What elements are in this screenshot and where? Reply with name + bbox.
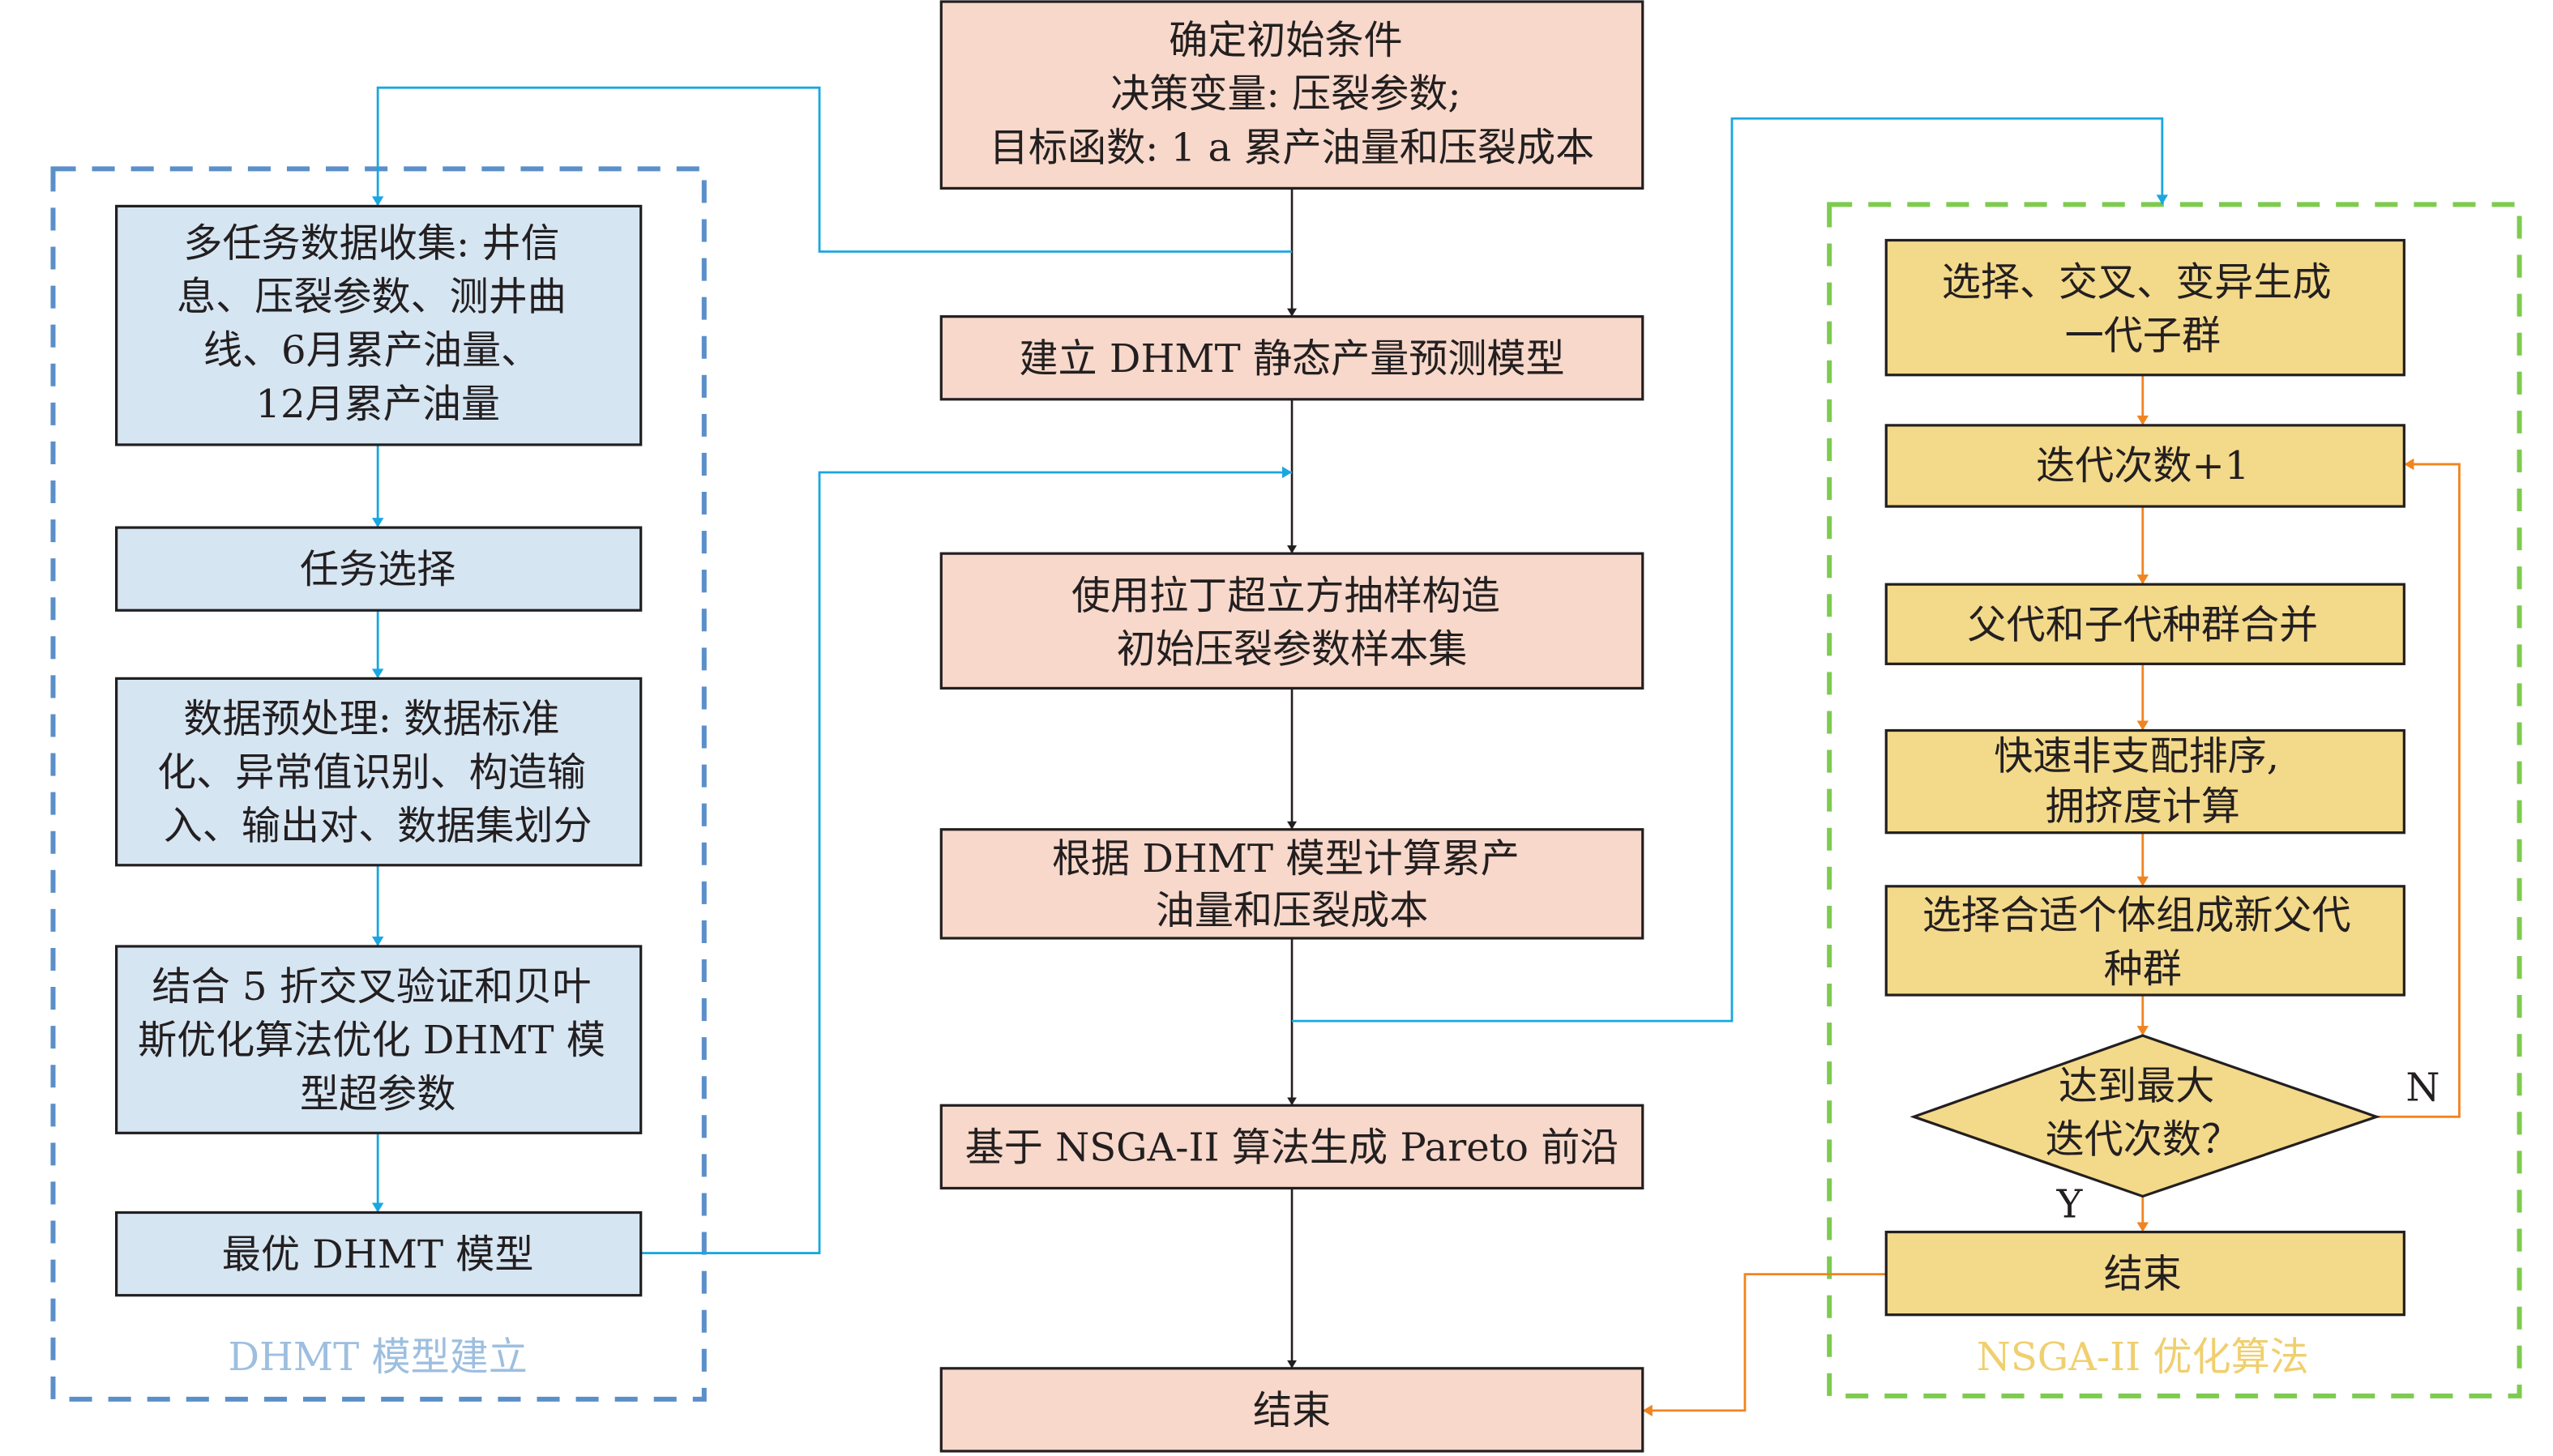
decision-yes-label: Y <box>2056 1182 2084 1228</box>
svg-text:建立 DHMT 静态产量预测模型: 建立 DHMT 静态产量预测模型 <box>1019 336 1564 382</box>
step-build-dhmt-model: 建立 DHMT 静态产量预测模型 <box>939 315 1644 401</box>
text-line: 结束 <box>2104 1252 2182 1297</box>
text-line: 迭代次数？ <box>2046 1117 2240 1162</box>
text-line: 目标函数: 1 a 累产油量和压裂成本 <box>990 125 1594 170</box>
svg-text:父代和子代种群合并: 父代和子代种群合并 <box>1967 602 2318 647</box>
left-step-task-selection: 任务选择 <box>115 526 643 612</box>
text-line: 结合 5 折交叉验证和贝叶 <box>152 964 592 1010</box>
text-line: 化、异常值识别、构造输 <box>157 750 586 796</box>
text-line: 多任务数据收集: 井信 <box>183 221 559 267</box>
svg-text:基于 NSGA-II 算法生成 Pareto 前沿: 基于 NSGA-II 算法生成 Pareto 前沿 <box>965 1125 1619 1170</box>
text-line: 使用拉丁超立方抽样构造 <box>1071 573 1500 618</box>
text-line: 线、6月累产油量、 <box>203 328 540 374</box>
arrow-decision-no-loop <box>2376 458 2461 1118</box>
left-step-data-collection: 多任务数据收集: 井信 息、压裂参数、测井曲 线、6月累产油量、 12月累产油量 <box>115 204 643 446</box>
dhmt-group-label: DHMT 模型建立 <box>228 1334 527 1380</box>
connector-best-model-to-center <box>640 466 1293 1254</box>
step-compute-production-cost: 根据 DHMT 模型计算累产 油量和压裂成本 <box>939 828 1644 940</box>
svg-text:快速非支配排序, 拥挤度计算: 快速非支配排序, 拥挤度计算 <box>1994 734 2291 830</box>
svg-text:多任务数据收集: 井信 息、压裂参数、测井曲: 多任务数据收集: 井信 息、压裂参数、测井曲 线、6月累产油量、 12月累产油量 <box>177 221 579 427</box>
right-step-nondominated-sort: 快速非支配排序, 拥挤度计算 <box>1884 728 2405 835</box>
svg-text:结合 5 折交叉验证和贝叶 斯优化算法优化 DH: 结合 5 折交叉验证和贝叶 斯优化算法优化 DHMT 模 型超参数 <box>138 964 618 1117</box>
text-line: 初始压裂参数样本集 <box>1117 626 1468 672</box>
text-line: 数据预处理: 数据标准 <box>183 697 559 742</box>
svg-text:选择合适个体组成新父代 种群: 选择合适个体组成新父代 种群 <box>1922 893 2363 992</box>
text-line: 种群 <box>2104 946 2182 992</box>
text-line: 任务选择 <box>300 547 455 592</box>
right-step-merge-population: 父代和子代种群合并 <box>1884 583 2405 665</box>
svg-text:最优 DHMT 模型: 最优 DHMT 模型 <box>222 1232 534 1278</box>
text-line: 决策变量: 压裂参数; <box>1110 71 1460 117</box>
text-line: 结束 <box>1253 1388 1331 1433</box>
text-line: 油量和压裂成本 <box>1156 888 1429 933</box>
nsga-optimization-frame <box>1827 202 2522 1398</box>
text-line: 快速非支配排序, <box>1994 734 2279 779</box>
right-step-select-parents: 选择合适个体组成新父代 种群 <box>1884 885 2405 997</box>
step-end: 结束 <box>939 1367 1644 1453</box>
svg-text:使用拉丁超立方抽样构造 初始压裂参数样本集: 使用拉丁超立方抽样构造 初始压裂参数样本集 <box>1071 573 1512 672</box>
text-line: 达到最大 <box>2059 1063 2214 1108</box>
svg-text:达到最大 迭代次数？: 达到最大 迭代次数？ <box>2046 1063 2240 1162</box>
svg-text:结束: 结束 <box>1253 1388 1331 1433</box>
text-line: 选择合适个体组成新父代 <box>1922 893 2351 938</box>
connector-nsga-end-to-final-end <box>1642 1273 1887 1417</box>
text-line: 迭代次数+1 <box>2036 443 2249 489</box>
text-line: 型超参数 <box>300 1071 455 1117</box>
text-line: 入、输出对、数据集划分 <box>164 804 592 849</box>
text-line: 选择、交叉、变异生成 <box>1942 260 2332 305</box>
text-line: 斯优化算法优化 DHMT 模 <box>138 1018 605 1063</box>
text-line: 基于 NSGA-II 算法生成 Pareto 前沿 <box>965 1125 1619 1170</box>
svg-text:结束: 结束 <box>2104 1252 2182 1297</box>
text-line: 一代子群 <box>2065 314 2221 359</box>
text-line: 拥挤度计算 <box>2046 784 2240 830</box>
step-pareto-front: 基于 NSGA-II 算法生成 Pareto 前沿 <box>939 1104 1644 1190</box>
decision-no-label: N <box>2405 1065 2440 1110</box>
svg-text:任务选择: 任务选择 <box>300 547 455 592</box>
step-lhs-sampling: 使用拉丁超立方抽样构造 初始压裂参数样本集 <box>939 552 1644 690</box>
right-step-end: 结束 <box>1884 1230 2405 1317</box>
text-line: 建立 DHMT 静态产量预测模型 <box>1019 336 1564 382</box>
connector-center-to-nsga <box>1292 117 2169 1023</box>
nsga-group-label: NSGA-II 优化算法 <box>1977 1334 2309 1380</box>
decision-max-iterations: 达到最大 迭代次数？ <box>1909 1034 2381 1198</box>
text-line: 息、压裂参数、测井曲 <box>177 275 567 320</box>
text-line: 最优 DHMT 模型 <box>222 1232 534 1278</box>
step-initial-conditions: 确定初始条件 决策变量: 压裂参数; 目标函数: 1 a 累产油量和压裂成本 <box>939 0 1644 190</box>
connector-init-to-data-collection <box>371 86 1293 253</box>
text-line: 确定初始条件 <box>1169 18 1402 63</box>
left-step-preprocessing: 数据预处理: 数据标准 化、异常值识别、构造输 入、输出对、数据集划分 <box>115 677 643 867</box>
svg-text:根据 DHMT 模型计算累产 油量和压裂成本: 根据 DHMT 模型计算累产 油量和压裂成本 <box>1052 836 1532 933</box>
svg-text:选择、交叉、变异生成 一代子群: 选择、交叉、变异生成 一代子群 <box>1942 260 2344 359</box>
right-step-iteration-increment: 迭代次数+1 <box>1884 424 2405 508</box>
text-line: 父代和子代种群合并 <box>1967 602 2318 647</box>
svg-text:迭代次数+1: 迭代次数+1 <box>2036 443 2249 489</box>
text-line: 12月累产油量 <box>255 382 500 427</box>
right-step-generate-offspring: 选择、交叉、变异生成 一代子群 <box>1884 238 2405 377</box>
text-line: 根据 DHMT 模型计算累产 <box>1052 836 1520 882</box>
left-step-best-model: 最优 DHMT 模型 <box>115 1210 643 1297</box>
svg-text:确定初始条件 决策变量: 压裂参数;: 确定初始条件 决策变量: 压裂参数; 目标函数: 1 a 累产油量和压裂成本 <box>990 18 1594 170</box>
left-step-hyperparameter-optimization: 结合 5 折交叉验证和贝叶 斯优化算法优化 DHMT 模 型超参数 <box>115 945 643 1134</box>
svg-text:数据预处理: 数据标准 化、异常值识别、构造输: 数据预处理: 数据标准 化、异常值识别、构造输 入、输出对、数据集划分 <box>157 697 598 849</box>
